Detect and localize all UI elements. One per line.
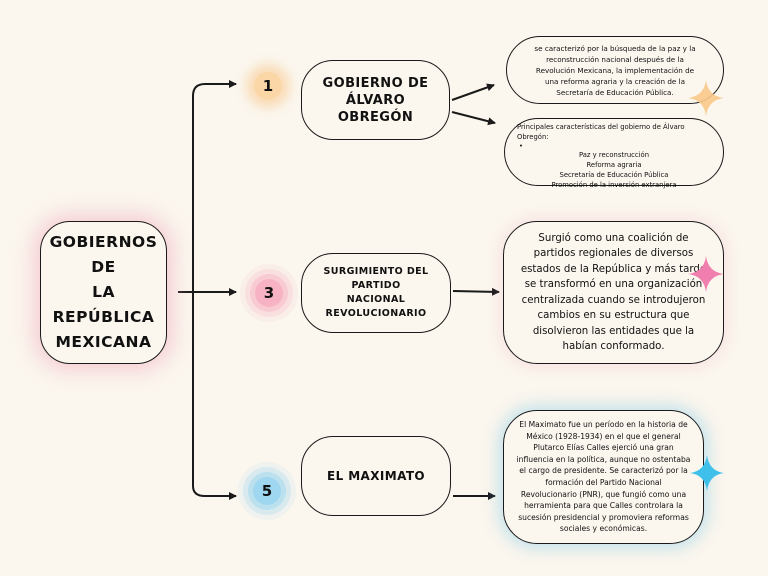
root-node: GOBIERNOS DE LA REPÚBLICA MEXICANA (40, 221, 167, 364)
bullet-icon: • (519, 142, 524, 150)
detail-text-line: partidos regionales de diversos (533, 248, 694, 259)
sparkle-star-icon (688, 80, 724, 116)
arrow-to-detail-1b (451, 111, 496, 126)
detail-text-line: México (1928-1934) en el que el general (526, 431, 681, 441)
arrow-to-detail-1a (451, 83, 495, 101)
detail-text-line: estados de la República y más tarde (520, 263, 707, 275)
detail-text-line: sociales y económicas. (559, 524, 648, 534)
detail-text-line: cambios en su estructura que (537, 310, 690, 321)
detail-text-line: habían conformado. (562, 341, 665, 352)
root-title-line: MEXICANA (55, 333, 152, 351)
topic-node-partido-nacional: SURGIMIENTO DEL PARTIDO NACIONAL REVOLUC… (301, 253, 451, 333)
topic-title-line: SURGIMIENTO DEL (323, 266, 429, 277)
detail-text-line: sucesión presidencial y promoviera refor… (518, 512, 689, 522)
detail-list-item: Reforma agraria (586, 161, 642, 169)
detail-text-line: Revolución Mexicana, la implementación d… (535, 65, 695, 75)
topic-title-line: OBREGÓN (337, 109, 414, 125)
detail-text-line: Surgió como una coalición de (538, 232, 689, 244)
topic-title-line: PARTIDO (351, 280, 401, 291)
branch-number-badge-3: 3 (255, 279, 283, 307)
detail-node-obregon-summary: se caracterizó por la búsqueda de la paz… (506, 36, 724, 104)
detail-text-line: formación del Partido Nacional (545, 478, 662, 487)
sparkle-star-icon (688, 256, 724, 292)
detail-list-item: Paz y reconstrucción (578, 151, 650, 159)
branch-number-badge-5: 5 (253, 477, 281, 505)
detail-text-line: el cargo de presidente. Se caracterizó p… (519, 466, 688, 476)
root-title-line: GOBIERNOS DE (49, 233, 158, 276)
root-title-line: LA REPÚBLICA (52, 283, 155, 326)
detail-text-line: El Maximato fue un período en la histori… (519, 420, 688, 430)
detail-list-item: Promoción de la inversión extranjera (551, 181, 677, 189)
detail-text-line: disolvieron las entidades que la (532, 325, 695, 337)
topic-title-line: ÁLVARO (345, 92, 406, 108)
topic-node-maximato: EL MAXIMATO (301, 436, 451, 516)
topic-title-line: GOBIERNO DE (322, 75, 429, 91)
detail-list-item: Secretaría de Educación Pública (559, 171, 669, 179)
detail-text-line: se transformó en una organización (524, 279, 703, 290)
detail-heading: Principales características del gobierno… (517, 123, 685, 141)
detail-text-line: una reforma agraria y la creación de la (544, 76, 686, 86)
branch-number-badge-1: 1 (254, 72, 282, 100)
detail-text-line: Revolucionario (PNR), que fungió como un… (520, 489, 687, 499)
detail-text-line: Secretaría de Educación Pública. (556, 87, 674, 97)
sparkle-star-icon (690, 455, 724, 491)
detail-node-maximato: El Maximato fue un período en la histori… (503, 410, 704, 544)
topic-title-line: NACIONAL (346, 294, 406, 305)
detail-node-partido-nacional: Surgió como una coalición de partidos re… (503, 221, 724, 364)
detail-text-line: se caracterizó por la búsqueda de la paz… (534, 43, 696, 53)
detail-text-line: influencia en la política, aunque no ost… (516, 454, 691, 464)
arrow-to-detail-3 (452, 287, 500, 296)
root-to-branches-bracket (178, 83, 233, 497)
detail-text-line: Plutarco Elías Calles ejerció una gran (533, 443, 674, 453)
detail-text-line: reconstrucción nacional después de la (546, 54, 684, 64)
topic-title-line: REVOLUCIONARIO (325, 308, 427, 319)
detail-node-obregon-characteristics: Principales características del gobierno… (504, 118, 724, 189)
topic-node-gobierno-obregon: GOBIERNO DE ÁLVARO OBREGÓN (301, 60, 450, 140)
detail-text-line: herramienta para que Calles controlara l… (524, 501, 683, 511)
detail-text-line: centralizada cuando se introdujeron (521, 294, 706, 306)
topic-title-line: EL MAXIMATO (326, 469, 426, 483)
